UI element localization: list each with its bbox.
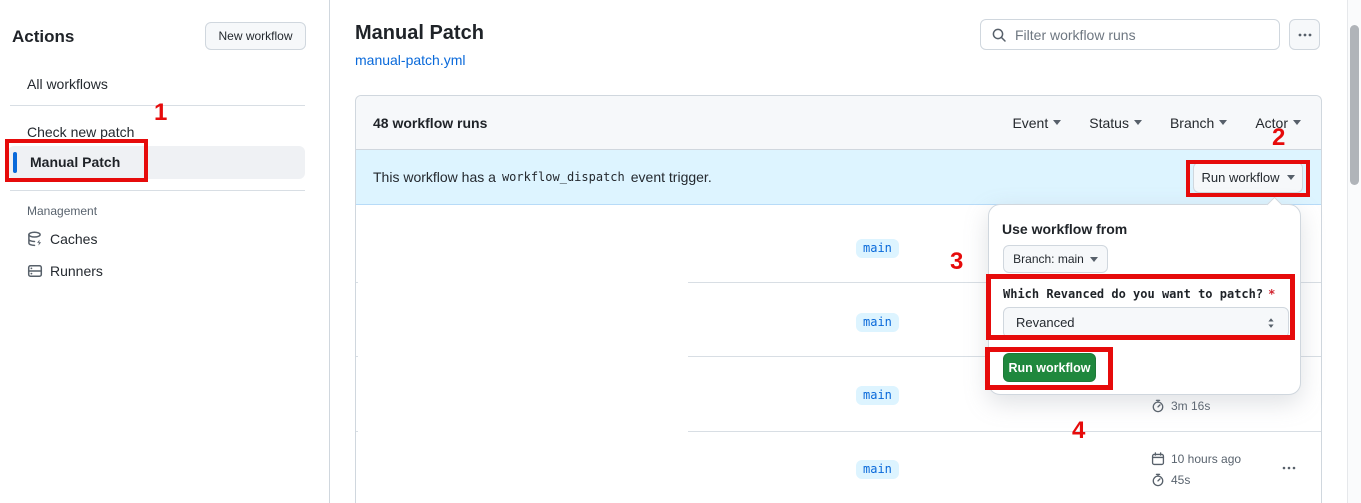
dialog-input-label: Which Revanced do you want to patch?* <box>1003 287 1276 301</box>
stopwatch-icon <box>1152 473 1164 487</box>
sidebar-item-check-new-patch[interactable]: Check new patch <box>27 124 135 140</box>
branch-badge[interactable]: main <box>856 386 899 405</box>
runs-filters: Event Status Branch Actor <box>1012 115 1301 131</box>
sidebar-item-manual-patch-label: Manual Patch <box>30 154 121 170</box>
cache-icon <box>28 231 42 247</box>
branch-badge[interactable]: main <box>856 239 899 258</box>
new-workflow-button[interactable]: New workflow <box>205 22 306 50</box>
workflow-run-row[interactable]: main 3m 16s <box>356 357 1321 432</box>
selected-item-accent-bar <box>13 152 17 173</box>
branch-selector-button[interactable]: Branch: main <box>1003 245 1108 273</box>
sidebar-item-runners-label: Runners <box>50 263 103 279</box>
run-workflow-dialog: Use workflow from Branch: main Which Rev… <box>988 196 1301 395</box>
sidebar-item-caches-label: Caches <box>50 231 98 247</box>
redacted-run-titles-area <box>358 206 688 502</box>
server-icon <box>27 264 43 278</box>
filter-actor[interactable]: Actor <box>1255 115 1301 131</box>
calendar-icon <box>1151 452 1165 466</box>
workflow-dispatch-banner: This workflow has a workflow_dispatch ev… <box>356 150 1321 205</box>
chevron-down-icon <box>1053 120 1062 125</box>
filter-branch[interactable]: Branch <box>1170 115 1228 131</box>
workflow-runs-table: 48 workflow runs Event Status Branch Act… <box>355 95 1322 503</box>
row-options-button[interactable] <box>1281 460 1297 481</box>
chevron-down-icon <box>1089 256 1098 262</box>
run-start-time: 10 hours ago <box>1151 452 1241 466</box>
runs-count: 48 workflow runs <box>373 114 488 131</box>
run-duration: 3m 16s <box>1151 399 1210 413</box>
revanced-select-value: Revanced <box>1016 315 1075 330</box>
sidebar-divider <box>10 190 305 191</box>
chevron-down-icon <box>1219 120 1228 125</box>
revanced-select[interactable]: Revanced <box>1003 307 1289 338</box>
chevron-down-icon <box>1293 120 1301 125</box>
sidebar-item-runners[interactable]: Runners <box>27 263 103 279</box>
more-options-button[interactable] <box>1289 19 1320 50</box>
run-workflow-dropdown-button[interactable]: Run workflow <box>1193 162 1303 193</box>
workflows-sidebar: Actions New workflow All workflows Check… <box>0 0 330 503</box>
workflow-run-row[interactable]: main <box>356 205 1321 283</box>
sidebar-item-caches[interactable]: Caches <box>27 231 97 247</box>
scrollbar-thumb[interactable] <box>1350 25 1359 185</box>
banner-code-token: workflow_dispatch <box>501 170 625 184</box>
search-icon <box>992 28 1006 42</box>
chevron-down-icon <box>1133 120 1142 125</box>
page-scrollbar[interactable] <box>1347 0 1361 503</box>
filter-runs-searchbox[interactable] <box>980 19 1280 50</box>
stopwatch-icon <box>1152 399 1164 413</box>
updown-chevron-icon <box>1268 317 1274 328</box>
kebab-icon <box>1282 466 1296 470</box>
sidebar-item-manual-patch[interactable] <box>8 146 305 179</box>
banner-text: event trigger. <box>630 169 712 185</box>
run-duration: 45s <box>1151 473 1190 487</box>
page-title: Manual Patch <box>355 22 484 44</box>
required-asterisk: * <box>1268 287 1276 301</box>
workflow-run-row[interactable]: main <box>356 283 1321 357</box>
management-heading: Management <box>27 204 98 218</box>
run-workflow-submit-button[interactable]: Run workflow <box>1003 353 1096 382</box>
sidebar-item-all-workflows[interactable]: All workflows <box>27 76 108 92</box>
search-input[interactable] <box>1015 26 1269 43</box>
branch-badge[interactable]: main <box>856 460 899 479</box>
dialog-heading: Use workflow from <box>1002 221 1128 237</box>
runs-table-header: 48 workflow runs Event Status Branch Act… <box>356 96 1321 150</box>
filter-event[interactable]: Event <box>1012 115 1062 131</box>
sidebar-title: Actions <box>12 27 75 46</box>
workflow-file-link[interactable]: manual-patch.yml <box>355 52 466 68</box>
branch-badge[interactable]: main <box>856 313 899 332</box>
kebab-icon <box>1298 33 1311 36</box>
chevron-down-icon <box>1286 175 1295 180</box>
filter-status[interactable]: Status <box>1089 115 1142 131</box>
sidebar-divider <box>10 105 305 106</box>
workflow-run-row[interactable]: main 10 hours ago 45s <box>356 432 1321 503</box>
banner-text: This workflow has a <box>373 169 496 185</box>
